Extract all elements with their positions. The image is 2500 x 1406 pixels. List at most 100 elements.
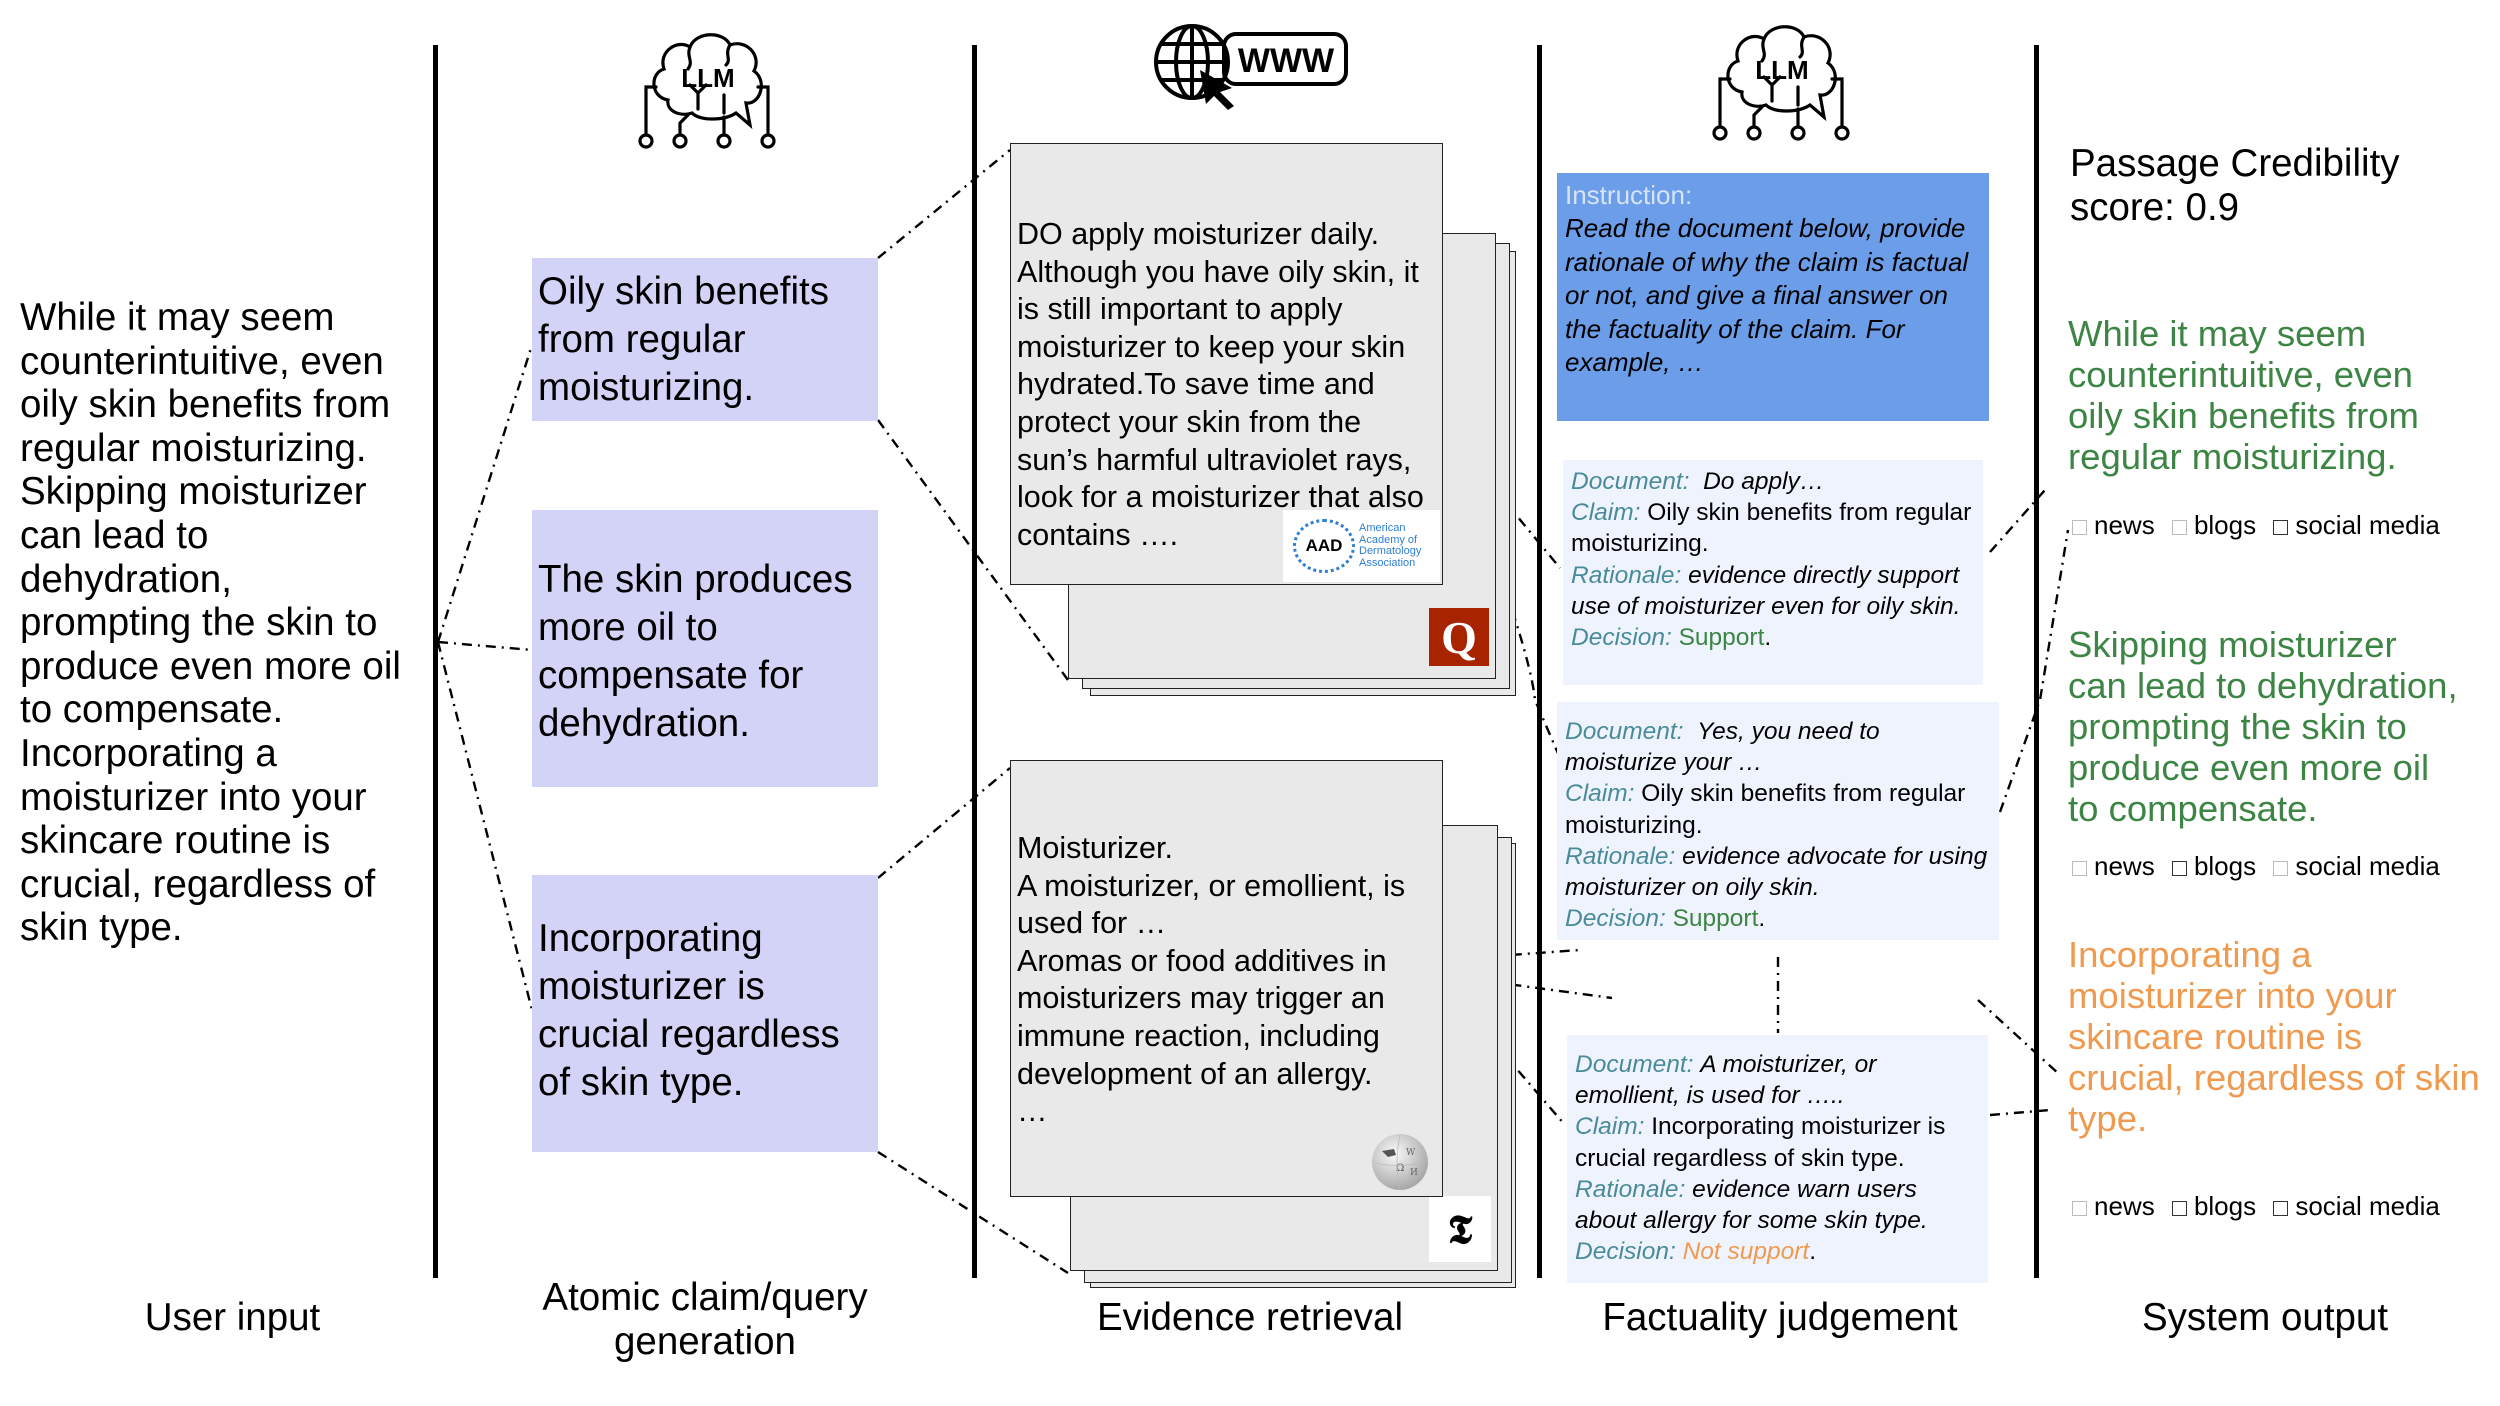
connector-claim1-doc1-top [877,149,1011,259]
decision-label: Decision: [1565,905,1666,933]
evidence-line: A moisturizer, or emollient, is [1017,868,1406,903]
checkbox-news[interactable] [2072,1201,2087,1216]
divider-4 [2034,45,2039,1278]
checkbox-label: news [2094,510,2155,540]
source-checkboxes-2: news blogs social media [2072,851,2450,881]
user-input-line: skincare routine is [20,819,331,863]
evidence-line: moisturizer to keep your skin [1017,329,1406,364]
output-line: produce even more oil [2068,747,2430,788]
decision-label: Decision: [1571,624,1672,652]
source-checkboxes-3: news blogs social media [2072,1191,2450,1221]
output-line: regular moisturizing. [2068,436,2397,477]
checkbox-blogs[interactable] [2171,520,2187,535]
output-passage-3: Incorporating a moisturizer into your sk… [2068,934,2498,1139]
rationale-label: Rationale: [1571,561,1682,589]
connector-input-claim-1 [436,344,534,643]
user-input-line: oily skin benefits from [20,383,391,427]
llm-label-2: LLM [1755,55,1808,85]
rationale-label: Rationale: [1565,842,1676,870]
connector-judge3-out3-b [1989,1108,2051,1117]
checkbox-label: news [2094,1191,2155,1221]
output-line: prompting the skin to [2068,706,2407,747]
evidence-line: protect your skin from the [1017,404,1362,439]
rationale-text: evidence warn users about allergy for so… [1575,1175,1928,1235]
quora-logo-icon: Q [1429,608,1489,666]
output-line: Skipping moisturizer [2068,624,2397,665]
aad-logo-icon: AAD [1293,519,1355,573]
document-snippet: Yes, you need to moisturize your … [1565,718,1880,777]
checkbox-blogs[interactable] [2171,861,2187,876]
user-input-line: dehydration, [20,557,232,601]
checkbox-social-media[interactable] [2273,861,2289,876]
judgement-box-1: Document: Do apply… Claim: Oily skin ben… [1563,460,1983,685]
evidence-line: contains …. [1017,517,1179,552]
evidence-line: development of an allergy. [1017,1056,1373,1091]
claim-label: Claim: [1565,780,1635,808]
aad-name-line: Academy of [1359,533,1418,546]
decision-value: Support [1678,624,1765,652]
svg-text:И: И [1410,1168,1418,1178]
connector-judge3-out3-a [1977,999,2061,1076]
claim-label: Claim: [1571,499,1641,527]
evidence-line: sun’s harmful ultraviolet rays, [1017,442,1412,477]
claim-line: crucial regardless [538,1013,840,1056]
output-line: crucial, regardless of skin [2068,1057,2480,1098]
claim-text: Oily skin benefits from regular moisturi… [1565,780,1966,839]
evidence-line: … [1017,1094,1048,1129]
evidence-line: Although you have oily skin, it [1017,254,1419,289]
user-input-line: Skipping moisturizer [20,470,367,514]
stage-label-claim-generation: Atomic claim/query generation [500,1276,910,1364]
instruction-label: Instruction: [1565,180,1693,210]
document-label: Document: [1571,468,1690,495]
checkbox-news[interactable] [2072,520,2087,535]
output-line: oily skin benefits from [2068,395,2419,436]
checkbox-news[interactable] [2072,861,2087,876]
output-passage-2: Skipping moisturizer can lead to dehydra… [2068,624,2498,829]
checkbox-label: social media [2295,851,2440,881]
decision-label: Decision: [1575,1238,1676,1266]
evidence-line: moisturizers may trigger an [1017,981,1385,1016]
user-input-line: can lead to [20,513,209,557]
evidence-line: used for … [1017,906,1167,941]
svg-text:W: W [1406,1148,1416,1158]
rationale-text: evidence directly support use of moistur… [1571,561,1961,620]
user-input-line: crucial, regardless of [20,862,376,906]
checkbox-blogs[interactable] [2171,1201,2187,1216]
claim-line: compensate for [538,654,804,697]
credibility-score: Passage Credibility score: 0.9 [2070,142,2400,229]
evidence-line: Moisturizer. [1017,831,1173,865]
evidence-doc-1: DO apply moisturizer daily. Although you… [1010,143,1443,585]
checkbox-social-media[interactable] [2273,1201,2289,1216]
divider-3 [1537,45,1542,1278]
user-input-line: counterintuitive, even [20,339,384,383]
source-checkboxes-1: news blogs social media [2072,510,2450,540]
checkbox-label: blogs [2193,510,2257,540]
claim-line: Oily skin benefits [538,270,830,313]
connector-input-claim-2 [437,640,533,652]
output-line: counterintuitive, even [2068,354,2413,395]
claim-line: Incorporating [538,917,763,960]
evidence-line: DO apply moisturizer daily. [1017,217,1380,251]
user-input-line: moisturizer into your [20,775,367,819]
divider-2 [972,45,977,1278]
aad-name-line: Association [1359,556,1416,569]
llm-brain-icon-2: LLM [1702,12,1862,152]
nyt-logo-icon: 𝕿 [1429,1196,1491,1262]
stage-label-system-output: System output [2141,1296,2389,1339]
document-snippet: A moisturizer, or emollient, is used for… [1575,1051,1877,1110]
connector-input-claim-3 [436,641,534,1011]
claim-line: more oil to [538,606,718,649]
svg-text:Ω: Ω [1396,1163,1404,1174]
user-input-line: prompting the skin to [20,601,378,645]
evidence-doc-2: Moisturizer. A moisturizer, or emollient… [1010,760,1443,1197]
output-passage-1: While it may seem counterintuitive, even… [2068,313,2498,477]
checkbox-social-media[interactable] [2273,520,2289,535]
divider-1 [433,45,438,1278]
checkbox-label: social media [2295,1191,2440,1221]
stage-label-line: generation [614,1320,796,1363]
claim-line: The skin produces [538,558,853,601]
user-input-line: While it may seem [20,296,335,339]
user-input-line: skin type. [20,906,183,950]
claim-line: moisturizing. [538,366,755,409]
output-line: skincare routine is [2068,1016,2363,1057]
